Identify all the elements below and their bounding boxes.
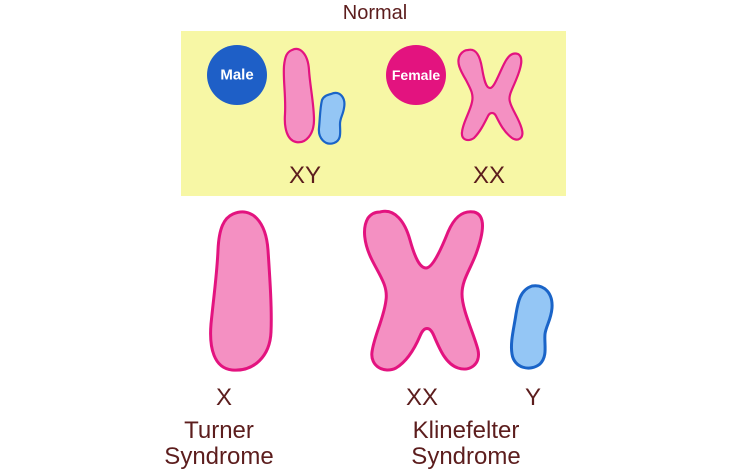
klinefelter-name-line2: Syndrome: [411, 443, 521, 471]
male-circle: [207, 45, 267, 105]
turner-x-label: X: [215, 384, 233, 411]
normal-female-xx-chromosome: [457, 48, 524, 142]
klinefelter-xx-chromosome: [363, 209, 484, 372]
male-badge-label: Male: [220, 66, 254, 84]
normal-female-label: XX: [472, 162, 506, 189]
turner-x-chromosome: [209, 210, 273, 372]
turner-syndrome-label: Turner Syndrome: [164, 417, 274, 471]
klinefelter-y-label: Y: [524, 384, 542, 411]
turner-name-line1: Turner: [184, 417, 254, 444]
klinefelter-syndrome-label: Klinefelter Syndrome: [411, 417, 521, 471]
turner-name-line2: Syndrome: [164, 443, 274, 471]
klinefelter-xx-label: XX: [405, 384, 439, 411]
normal-male-y-chromosome: [317, 91, 346, 145]
klinefelter-name-line1: Klinefelter: [412, 417, 520, 444]
normal-male-label: XY: [288, 162, 322, 189]
normal-male-x-chromosome: [282, 47, 316, 144]
diagram-title: Normal: [342, 2, 408, 24]
female-badge-label: Female: [391, 67, 441, 83]
klinefelter-y-chromosome: [510, 284, 554, 370]
female-circle: [386, 45, 446, 105]
